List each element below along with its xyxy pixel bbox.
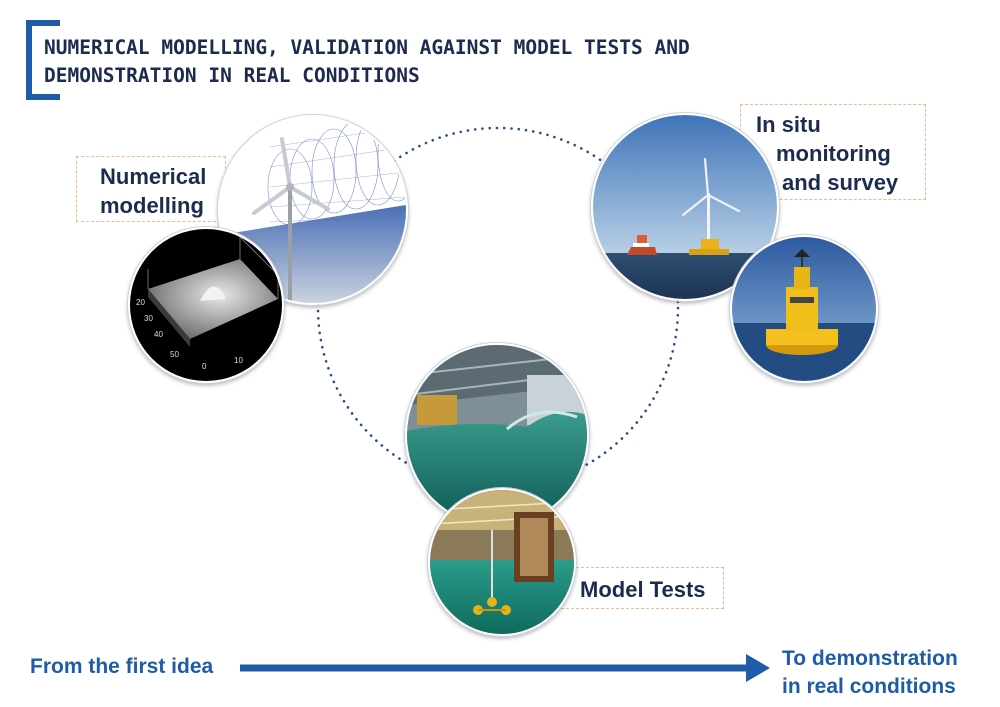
timeline-start-label: From the first idea	[30, 655, 214, 678]
insitu-label: In situ monitoring and survey	[756, 110, 898, 197]
surface-tick-1: 20	[136, 298, 145, 307]
surface-tick-4: 50	[170, 350, 179, 359]
page-title: NUMERICAL MODELLING, VALIDATION AGAINST …	[44, 34, 804, 90]
insitu-label-line-1: In situ	[756, 112, 821, 137]
insitu-label-line-2: monitoring	[776, 141, 891, 166]
title-line-2: DEMONSTRATION IN REAL CONDITIONS	[44, 64, 420, 87]
title-bracket	[26, 20, 60, 100]
insitu-label-line-3: and survey	[782, 170, 899, 195]
numerical-modelling-label-box	[76, 156, 226, 222]
surface-tick-5: 0	[202, 362, 207, 371]
timeline-end-line-1: To demonstration	[782, 647, 958, 670]
model-tests-label-box	[556, 567, 724, 609]
title-line-1: NUMERICAL MODELLING, VALIDATION AGAINST …	[44, 36, 690, 59]
numerical-label-line-2: modelling	[100, 193, 204, 218]
surface-tick-6: 10	[234, 356, 243, 365]
surface-tick-3: 40	[154, 330, 163, 339]
model-tests-label: Model Tests	[580, 577, 706, 602]
monitoring-buoy-image	[730, 235, 878, 383]
timeline-end-line-2: in real conditions	[782, 675, 956, 698]
surface-plot-image: 20 30 40 50 0 10	[128, 227, 284, 383]
numerical-modelling-label: Numerical modelling	[100, 162, 206, 220]
numerical-label-line-1: Numerical	[100, 164, 207, 189]
surface-tick-2: 30	[144, 314, 153, 323]
offshore-wind-turbine-image	[591, 113, 779, 301]
timeline-end-label: To demonstration in real conditions	[782, 645, 958, 701]
